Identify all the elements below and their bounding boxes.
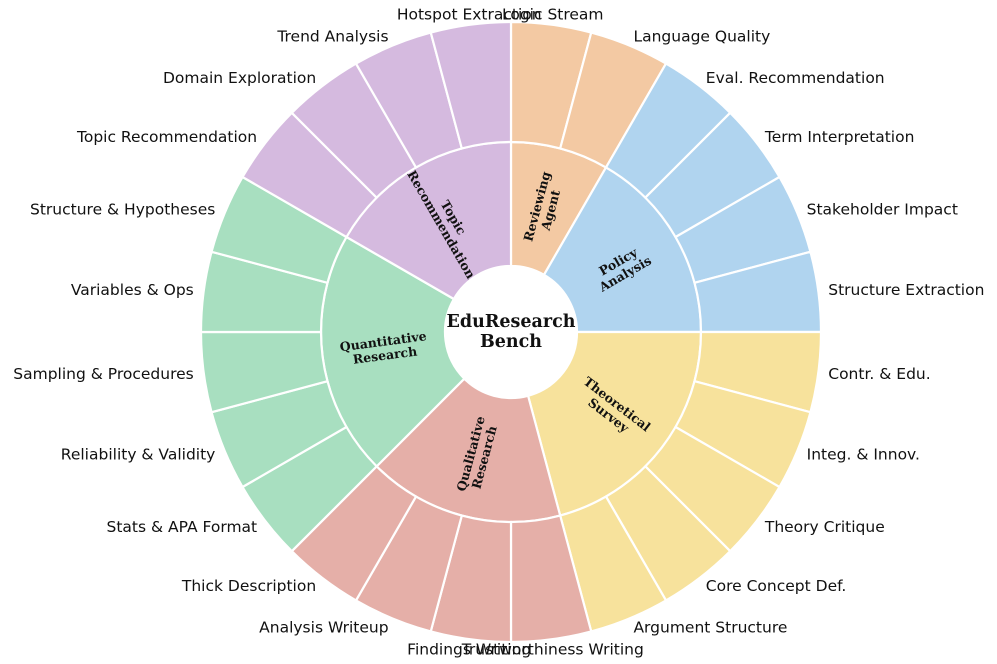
center-title-line-1: EduResearch [447,312,576,332]
center-title-line-2: Bench [480,332,542,352]
leaf-label-analysis-writeup: Analysis Writeup [259,619,388,637]
leaf-label-argument-structure: Argument Structure [633,619,787,637]
leaf-label-domain-exploration: Domain Exploration [163,69,316,87]
leaf-label-variables-and-ops: Variables & Ops [71,281,194,299]
leaf-label-language-quality: Language Quality [633,27,770,45]
leaf-label-stats-and-apa-format: Stats & APA Format [107,518,258,536]
leaf-label-eval-recommendation: Eval. Recommendation [706,69,885,87]
leaf-label-topic-recommendation: Topic Recommendation [76,128,257,146]
leaf-label-structure-extraction: Structure Extraction [828,281,984,299]
leaf-label-integ-and-innov: Integ. & Innov. [807,445,920,463]
leaf-label-term-interpretation: Term Interpretation [764,128,915,146]
leaf-wedge-hotspot-extraction [429,20,513,150]
leaf-label-reliability-and-validity: Reliability & Validity [61,445,216,463]
wedge-layer [199,20,823,644]
leaf-label-hotspot-extraction: Hotspot Extraction [397,6,542,24]
leaf-label-structure-and-hypotheses: Structure & Hypotheses [30,201,215,219]
leaf-label-thick-description: Thick Description [181,577,316,595]
leaf-label-core-concept-def: Core Concept Def. [706,577,847,595]
leaf-label-trend-analysis: Trend Analysis [276,27,388,45]
center-hole [445,266,577,398]
leaf-label-contr-and-edu: Contr. & Edu. [828,365,930,383]
leaf-label-trustworthiness-writing: Trustworthiness Writing [461,640,644,658]
leaf-label-sampling-and-procedures: Sampling & Procedures [13,365,193,383]
leaf-label-logic-stream: Logic Stream [502,6,604,24]
leaf-label-stakeholder-impact: Stakeholder Impact [807,201,958,219]
leaf-label-findings-writing: Findings Writing [407,640,531,658]
leaf-label-theory-critique: Theory Critique [764,518,885,536]
